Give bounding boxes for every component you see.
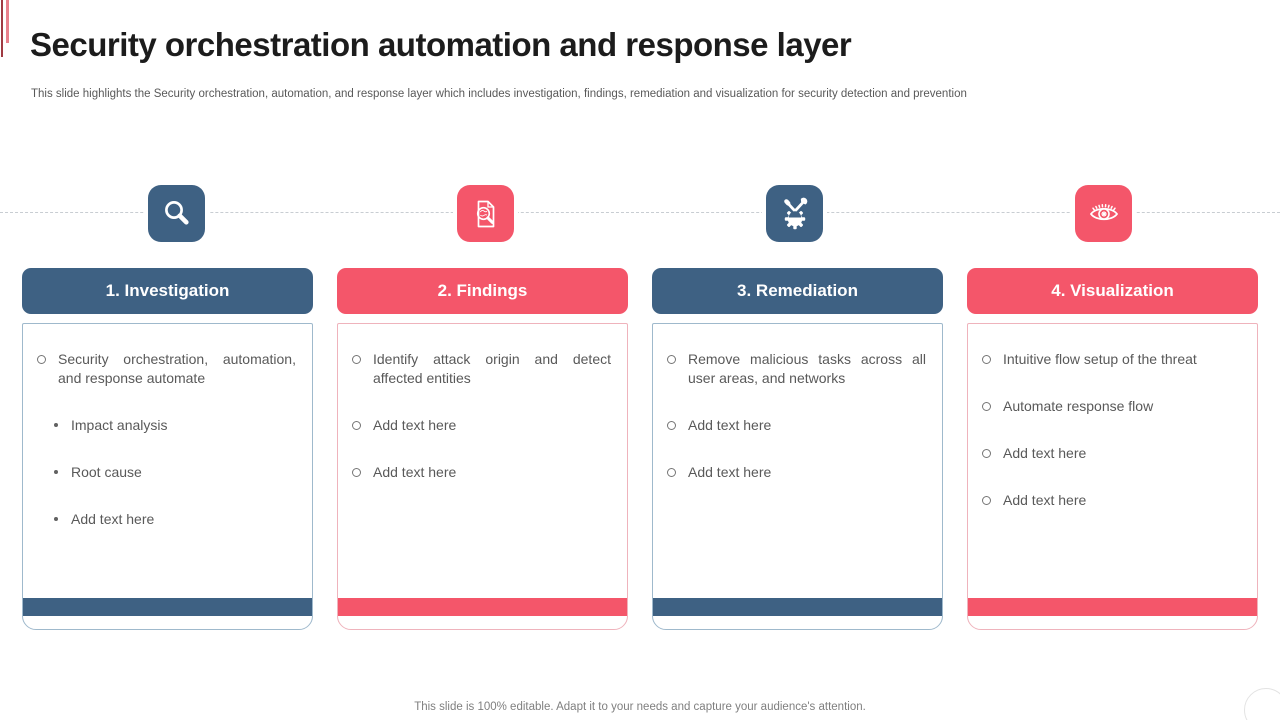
placeholder-text-item[interactable]: Add text here bbox=[54, 510, 296, 529]
circle-bullet bbox=[37, 355, 46, 364]
column-findings: 2. Findings Identify attack origin and d… bbox=[337, 268, 628, 630]
accent-line-dark bbox=[1, 0, 3, 57]
item-text: Root cause bbox=[71, 464, 142, 480]
item-text: Automate response flow bbox=[1003, 398, 1154, 414]
circle-bullet bbox=[982, 496, 991, 505]
column-accent-bar bbox=[653, 598, 942, 616]
list-item: Root cause bbox=[54, 463, 296, 482]
circle-bullet bbox=[667, 355, 676, 364]
item-text: Add text here bbox=[688, 464, 772, 480]
remediation-icon-tile bbox=[766, 185, 823, 242]
footer-note: This slide is 100% editable. Adapt it to… bbox=[414, 701, 866, 713]
dot-bullet bbox=[54, 517, 58, 521]
item-text: Security orchestration, automation, and … bbox=[58, 351, 296, 386]
list-item: Security orchestration, automation, and … bbox=[37, 350, 296, 388]
placeholder-text-item[interactable]: Add text here bbox=[352, 463, 611, 482]
item-text: Add text here bbox=[373, 417, 457, 433]
placeholder-text-item[interactable]: Add text here bbox=[667, 416, 926, 435]
column-body: Identify attack origin and detect affect… bbox=[337, 323, 628, 630]
column-items: Security orchestration, automation, and … bbox=[37, 350, 296, 529]
placeholder-text-item[interactable]: Add text here bbox=[667, 463, 926, 482]
column-visualization: 4. Visualization Intuitive flow setup of… bbox=[967, 268, 1258, 630]
item-text: Add text here bbox=[1003, 492, 1087, 508]
column-items: Identify attack origin and detect affect… bbox=[352, 350, 611, 482]
investigation-icon-tile bbox=[148, 185, 205, 242]
circle-bullet bbox=[667, 468, 676, 477]
column-accent-bar bbox=[968, 598, 1257, 616]
placeholder-text-item[interactable]: Add text here bbox=[982, 491, 1241, 510]
item-text: Remove malicious tasks across all user a… bbox=[688, 351, 926, 386]
placeholder-text-item[interactable]: Add text here bbox=[352, 416, 611, 435]
column-header-investigation: 1. Investigation bbox=[22, 268, 313, 314]
page-title: Security orchestration automation and re… bbox=[30, 26, 852, 63]
item-text: Add text here bbox=[373, 464, 457, 480]
item-text: Add text here bbox=[1003, 445, 1087, 461]
list-item: Intuitive flow setup of the threat bbox=[982, 350, 1241, 369]
dot-bullet bbox=[54, 470, 58, 474]
circle-bullet bbox=[982, 449, 991, 458]
document-search-icon bbox=[468, 196, 504, 232]
visualization-icon-tile bbox=[1075, 185, 1132, 242]
item-text: Add text here bbox=[71, 511, 155, 527]
item-text: Identify attack origin and detect affect… bbox=[373, 351, 611, 386]
list-item: Remove malicious tasks across all user a… bbox=[667, 350, 926, 388]
circle-bullet bbox=[352, 421, 361, 430]
column-header-findings: 2. Findings bbox=[337, 268, 628, 314]
eye-icon bbox=[1086, 196, 1122, 232]
list-item: Identify attack origin and detect affect… bbox=[352, 350, 611, 388]
list-item: Automate response flow bbox=[982, 397, 1241, 416]
column-accent-bar bbox=[338, 598, 627, 616]
item-text: Impact analysis bbox=[71, 417, 168, 433]
columns-grid: 1. Investigation Security orchestration,… bbox=[22, 268, 1258, 630]
column-items: Remove malicious tasks across all user a… bbox=[667, 350, 926, 482]
timeline-dashed-line bbox=[0, 212, 1280, 213]
placeholder-text-item[interactable]: Add text here bbox=[982, 444, 1241, 463]
column-accent-bar bbox=[23, 598, 312, 616]
circle-bullet bbox=[982, 355, 991, 364]
icons-row bbox=[22, 185, 1258, 242]
slide-subtitle: This slide highlights the Security orche… bbox=[31, 88, 967, 100]
list-item: Impact analysis bbox=[54, 416, 296, 435]
circle-bullet bbox=[982, 402, 991, 411]
column-remediation: 3. Remediation Remove malicious tasks ac… bbox=[652, 268, 943, 630]
item-text: Add text here bbox=[688, 417, 772, 433]
circle-bullet bbox=[352, 355, 361, 364]
circle-bullet bbox=[352, 468, 361, 477]
item-text: Intuitive flow setup of the threat bbox=[1003, 351, 1197, 367]
accent-line-pink bbox=[6, 0, 9, 43]
magnifier-icon bbox=[159, 196, 195, 232]
decorative-circle bbox=[1244, 688, 1280, 720]
column-investigation: 1. Investigation Security orchestration,… bbox=[22, 268, 313, 630]
column-header-visualization: 4. Visualization bbox=[967, 268, 1258, 314]
column-body: Security orchestration, automation, and … bbox=[22, 323, 313, 630]
dot-bullet bbox=[54, 423, 58, 427]
column-body: Remove malicious tasks across all user a… bbox=[652, 323, 943, 630]
column-header-remediation: 3. Remediation bbox=[652, 268, 943, 314]
circle-bullet bbox=[667, 421, 676, 430]
gear-tools-icon bbox=[777, 196, 813, 232]
findings-icon-tile bbox=[457, 185, 514, 242]
